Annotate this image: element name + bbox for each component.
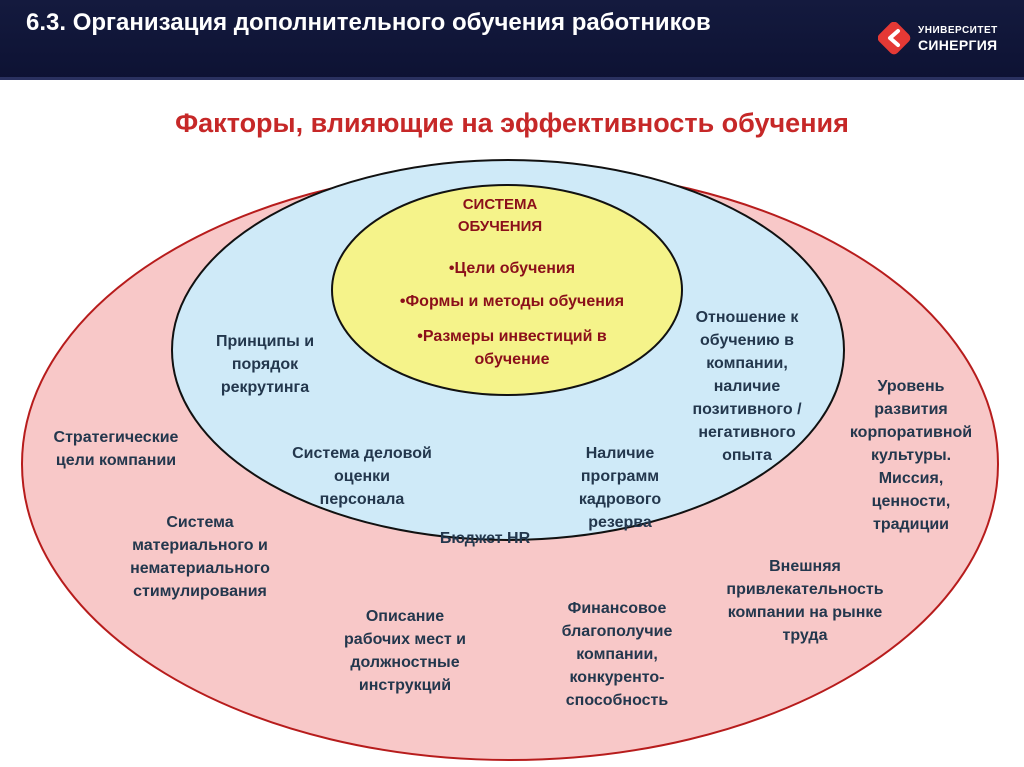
middle-budget: Бюджет HR	[439, 530, 531, 547]
inner-item-forms: •Формы и методы обучения	[399, 293, 625, 310]
outer-stimulation: Система материального и нематериального …	[130, 514, 270, 600]
logo-text-bottom: СИНЕРГИЯ	[918, 37, 998, 53]
inner-ellipse	[331, 184, 683, 396]
header-bar: 6.3. Организация дополнительного обучени…	[0, 0, 1024, 80]
diagram-heading: Факторы, влияющие на эффективность обуче…	[175, 108, 849, 138]
slide-title: 6.3. Организация дополнительного обучени…	[26, 9, 711, 36]
outer-attractiveness: Внешняя привлекательность компании на ры…	[726, 558, 884, 644]
outer-culture: Уровень развития корпоративной культуры.…	[849, 378, 973, 533]
university-logo: УНИВЕРСИТЕТ СИНЕРГИЯ	[878, 22, 1008, 58]
middle-attitude: Отношение к обучению в компании, наличие…	[692, 309, 802, 464]
inner-item-goals: •Цели обучения	[448, 260, 576, 277]
inner-title: СИСТЕМА ОБУЧЕНИЯ	[457, 196, 543, 235]
outer-finance: Финансовое благополучие компании, конкур…	[561, 600, 673, 709]
outer-jobs: Описание рабочих мест и должностные инст…	[344, 608, 466, 694]
middle-assessment: Система деловой оценки персонала	[292, 445, 432, 508]
outer-strategic: Стратегические цели компании	[53, 429, 179, 469]
inner-item-investment: •Размеры инвестиций в обучение	[417, 328, 607, 368]
logo-mark-icon	[878, 22, 911, 55]
middle-reserve: Наличие программ кадрового резерва	[578, 445, 662, 531]
middle-recruiting: Принципы и порядок рекрутинга	[215, 333, 315, 396]
logo-text-top: УНИВЕРСИТЕТ	[918, 25, 998, 36]
